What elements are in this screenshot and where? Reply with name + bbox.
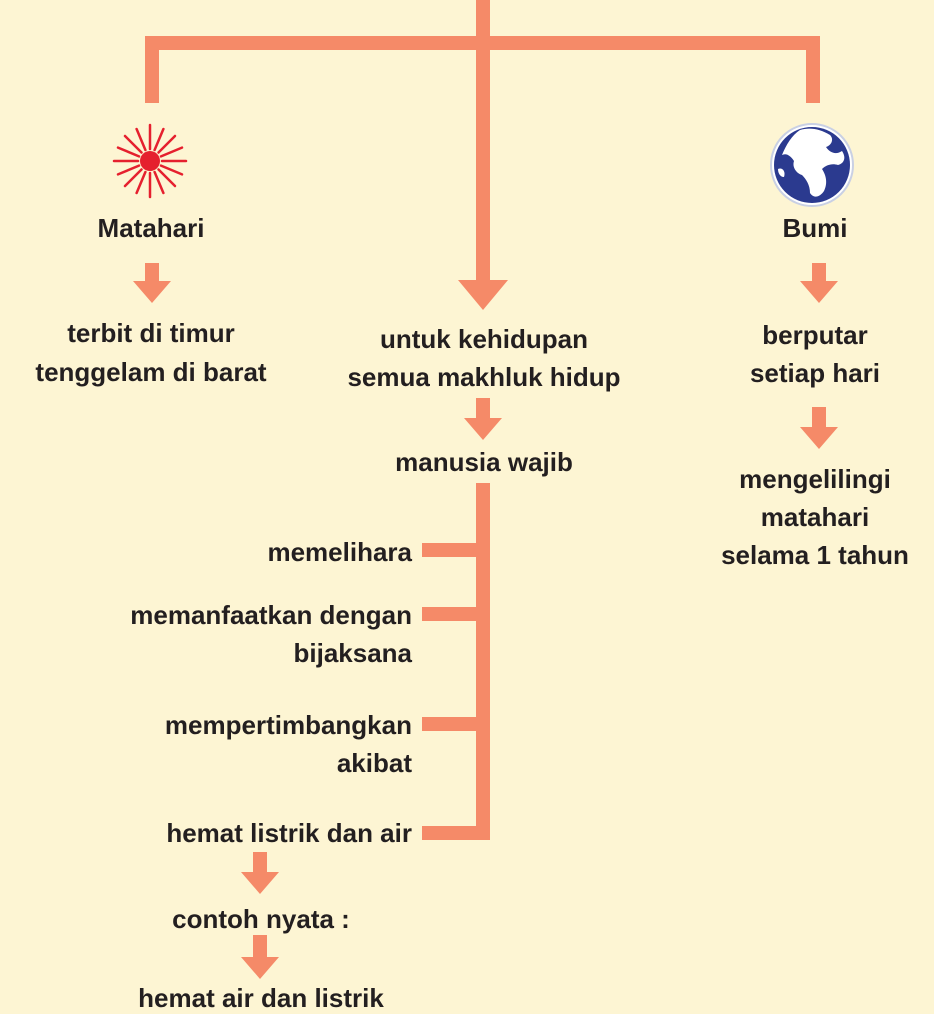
center-down-arrow — [464, 398, 502, 440]
duty-2-line-2: bijaksana — [293, 638, 412, 668]
duty-1: memelihara — [267, 537, 412, 567]
earth-globe-icon — [770, 123, 854, 207]
example-value: hemat air dan listrik — [138, 983, 384, 1013]
duty-tick-1 — [422, 543, 490, 557]
duty-tick-2 — [422, 607, 490, 621]
obligation-label: manusia wajib — [395, 447, 573, 477]
top-bar-line — [145, 36, 820, 50]
purpose-line-1: untuk kehidupan — [380, 324, 588, 354]
duty-tick-3 — [422, 717, 490, 731]
sun-icon — [112, 123, 188, 199]
sun-title: Matahari — [97, 213, 205, 243]
revolution-line-3: selama 1 tahun — [721, 540, 909, 570]
example-down-arrow-1 — [241, 852, 279, 894]
duties-spine-line — [476, 483, 490, 840]
duty-4: hemat listrik dan air — [166, 818, 412, 848]
example-label: contoh nyata : — [172, 904, 350, 934]
rotation-line-1: berputar — [762, 320, 868, 350]
duty-tick-4 — [422, 826, 490, 840]
duty-2-line-1: memanfaatkan dengan — [130, 600, 412, 630]
example-down-arrow-2 — [241, 935, 279, 979]
purpose-line-2: semua makhluk hidup — [347, 362, 621, 392]
duty-3-line-2: akibat — [336, 748, 412, 778]
right-drop-line — [806, 36, 820, 103]
revolution-line-1: mengelilingi — [739, 464, 891, 494]
arrows — [133, 263, 838, 979]
earth-down-arrow-1 — [800, 263, 838, 303]
duty-3-line-1: mempertimbangkan — [164, 710, 412, 740]
sun-down-arrow — [133, 263, 171, 303]
sun-fact-line-2: tenggelam di barat — [35, 357, 267, 387]
earth-title: Bumi — [782, 213, 848, 243]
revolution-line-2: matahari — [760, 502, 870, 532]
rotation-line-2: setiap hari — [749, 358, 881, 388]
left-drop-line — [145, 36, 159, 103]
earth-down-arrow-2 — [800, 407, 838, 449]
sun-fact-line-1: terbit di timur — [67, 318, 235, 348]
connector-lines — [145, 0, 820, 840]
trunk-line — [476, 0, 490, 280]
trunk-arrow-head — [458, 280, 508, 310]
